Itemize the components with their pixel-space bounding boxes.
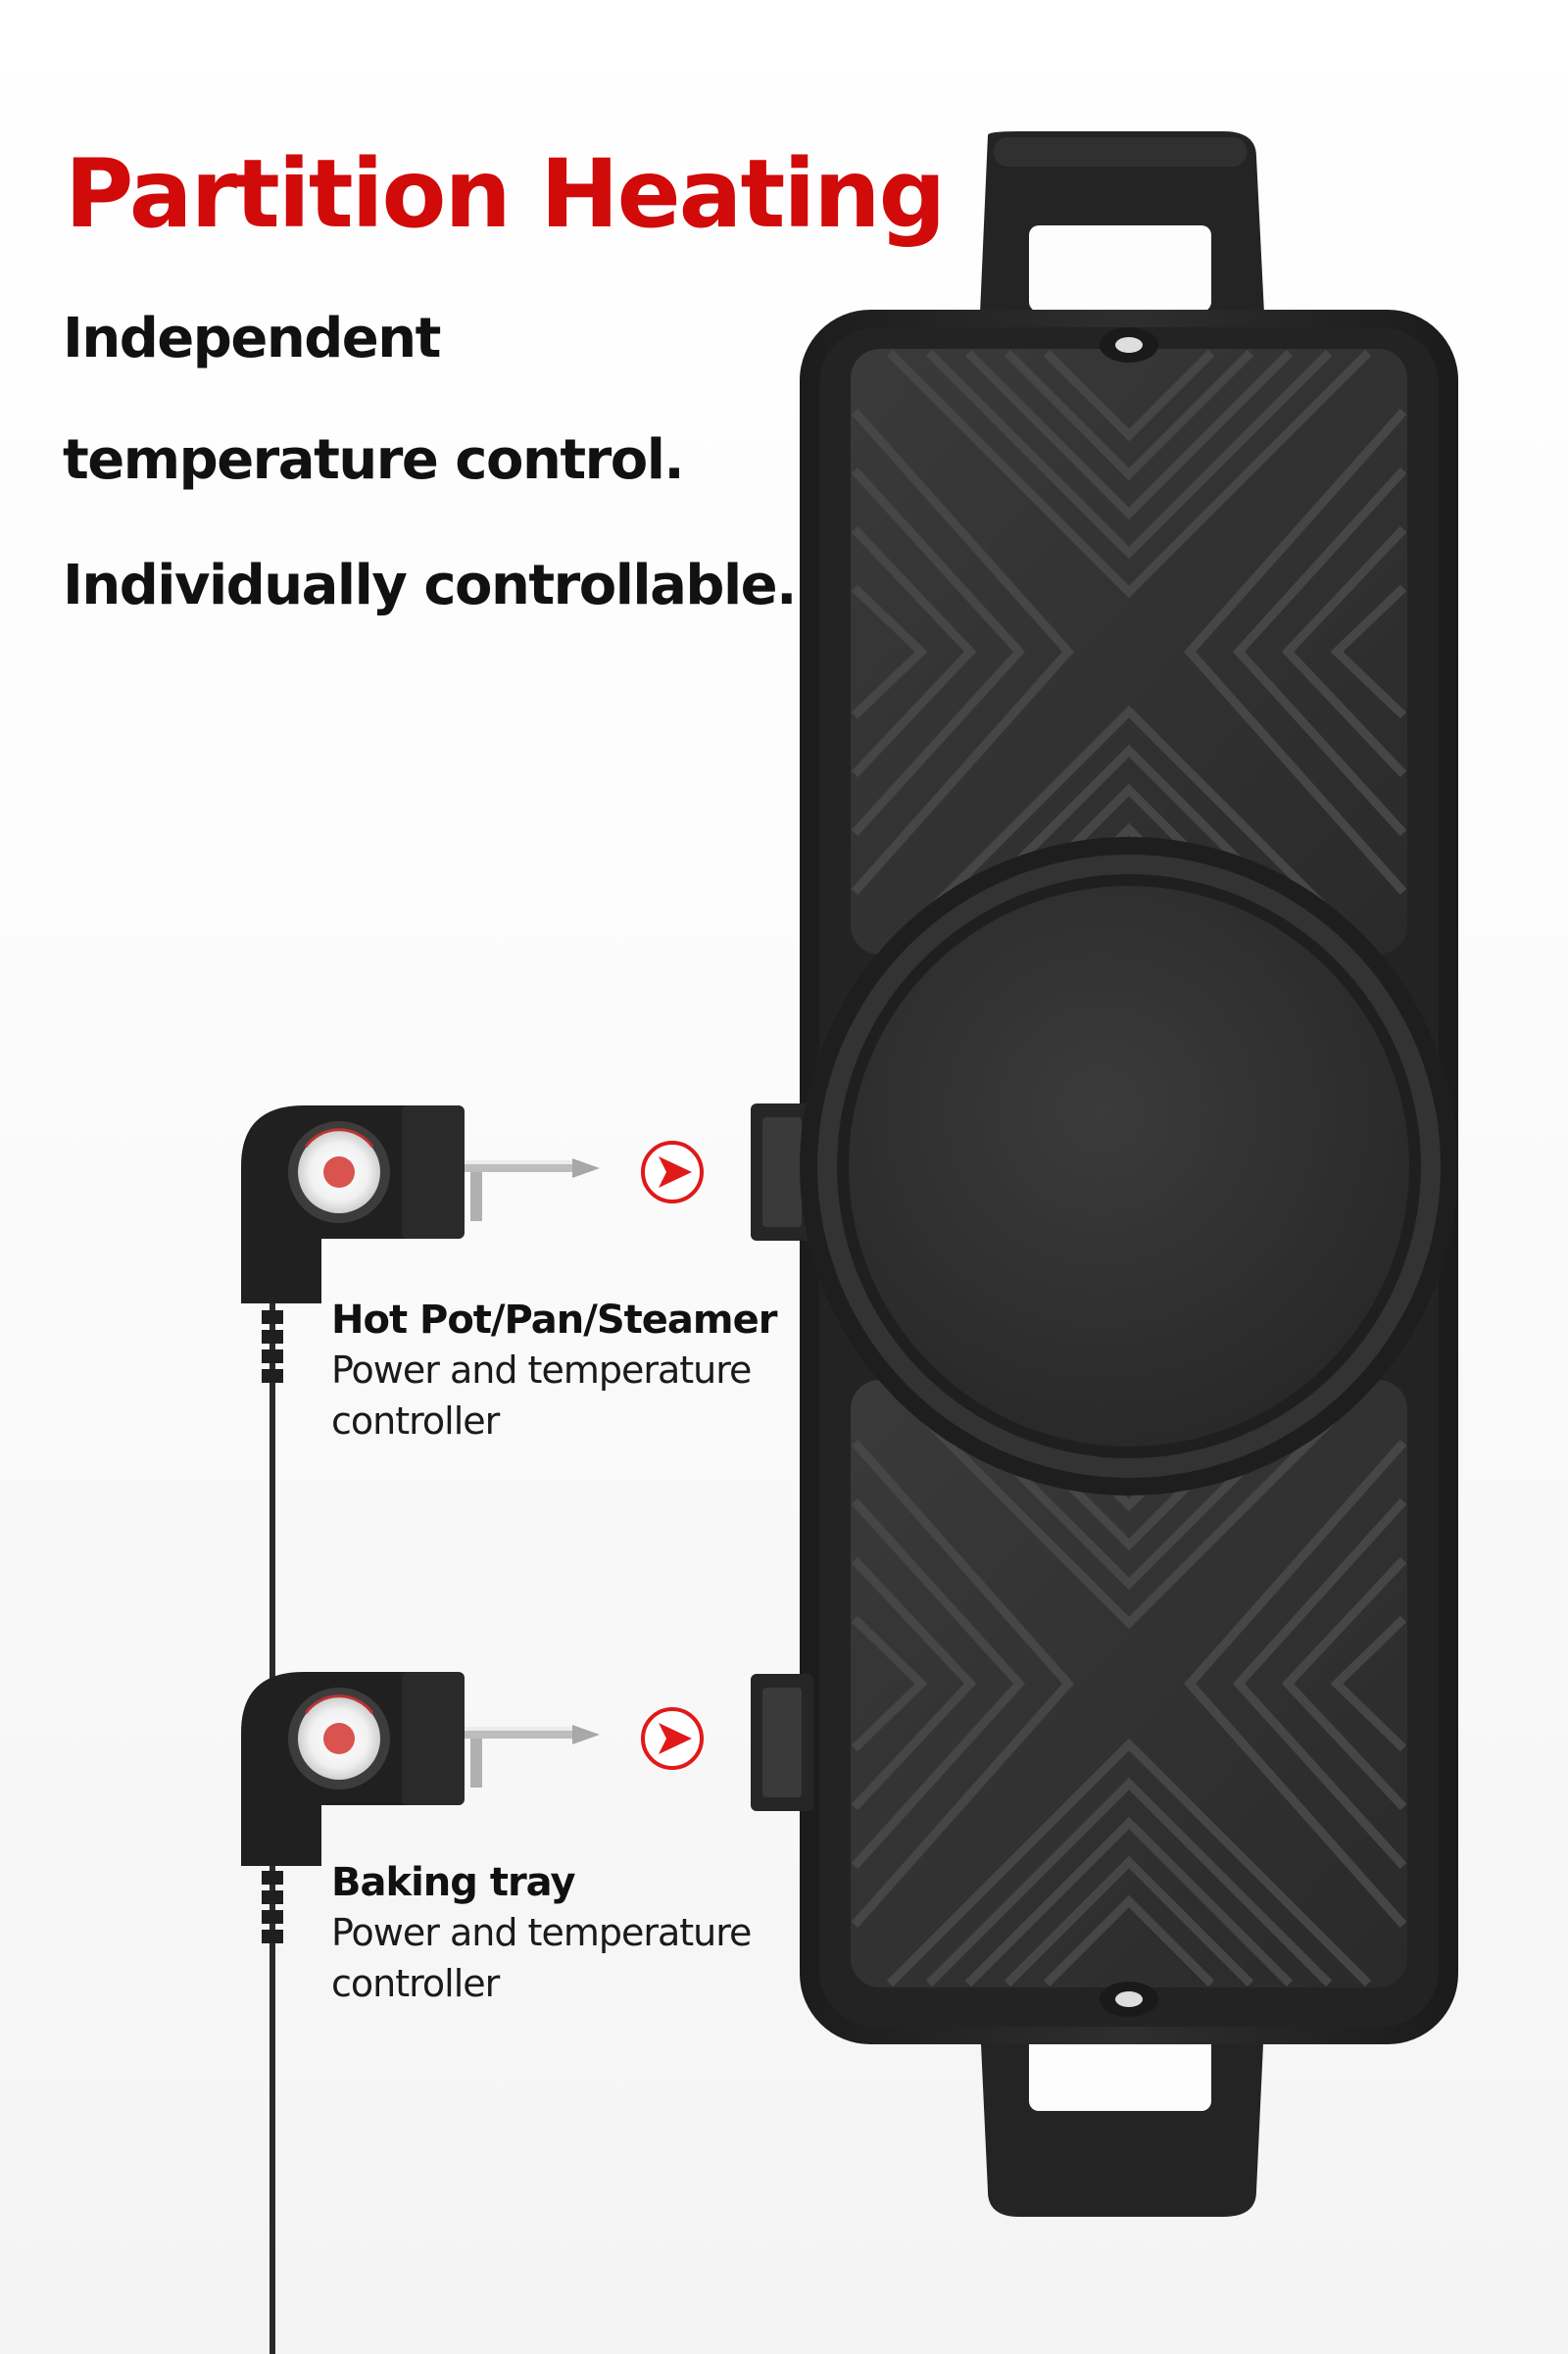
grill-handle-top xyxy=(980,131,1264,314)
grill-handle-bottom xyxy=(980,2023,1264,2217)
controller-title-1: Hot Pot/Pan/Steamer xyxy=(331,1298,777,1343)
temperature-probe-controller-1 xyxy=(241,1105,600,1784)
center-hot-pot xyxy=(800,837,1458,1496)
controller-title-2: Baking tray xyxy=(331,1860,576,1905)
controller-caption-1: Hot Pot/Pan/Steamer Power and temperatur… xyxy=(331,1296,792,1447)
red-arrow-right-icon xyxy=(641,1141,704,1203)
grill-plate-top xyxy=(851,327,1407,955)
headline: Partition Heating xyxy=(65,139,946,249)
subtitle-line-1: Independent xyxy=(63,307,441,370)
power-socket-top xyxy=(751,1103,813,1241)
power-socket-bottom xyxy=(751,1674,813,1811)
controller-caption-2: Baking tray Power and temperature contro… xyxy=(331,1858,792,2009)
red-arrow-right-icon xyxy=(641,1707,704,1770)
temperature-probe-controller-2 xyxy=(241,1672,600,2354)
subtitle-line-2: temperature control. xyxy=(63,428,685,492)
subtitle-line-3: Individually controllable. xyxy=(63,554,797,617)
controller-description-1: Power and temperature controller xyxy=(331,1349,752,1443)
controller-description-2: Power and temperature controller xyxy=(331,1911,752,2005)
